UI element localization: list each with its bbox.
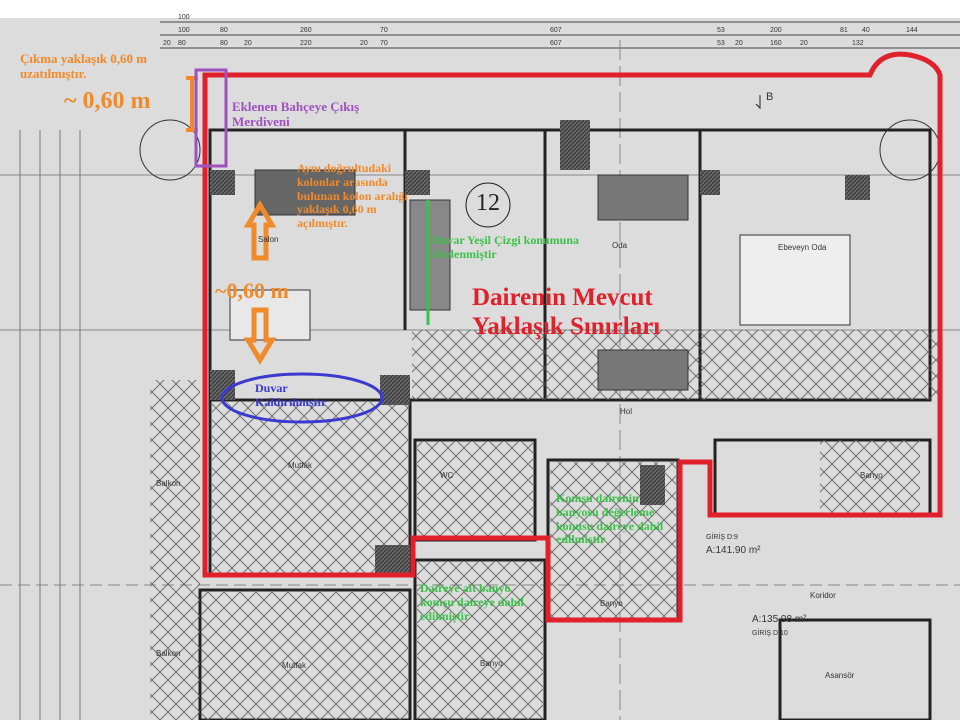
- orange-markers: [186, 76, 277, 365]
- b-section-mark: [755, 95, 761, 110]
- dim-label: 20: [360, 40, 368, 47]
- dim-label: 40: [862, 27, 870, 34]
- column-note: Aynı doğrultudaki kolonlar arasında bulu…: [297, 161, 408, 231]
- room-label-hol: Hol: [620, 407, 633, 416]
- dim-label: 607: [550, 40, 562, 47]
- entrance-label-1: GİRİŞ D:9: [706, 534, 738, 541]
- dim-label: 20: [800, 40, 808, 47]
- apartment-boundary: [202, 51, 943, 623]
- column-value: ~0,60 m: [215, 278, 289, 303]
- dim-label: 53: [717, 27, 725, 34]
- entrance-label-2: GİRİŞ D:10: [752, 630, 788, 637]
- dim-label: 144: [906, 27, 918, 34]
- furniture: [139, 119, 941, 391]
- added-stair-marker: [194, 68, 228, 168]
- stair-note: Eklenen Bahçeye Çıkış Merdiveni: [232, 99, 360, 129]
- unit-number: 12: [476, 190, 500, 216]
- wall-removed-note: Duvar Kaldırılmıştır: [255, 381, 327, 409]
- dim-label: 70: [380, 40, 388, 47]
- room-label-asansor: Asansör: [825, 671, 855, 680]
- own-bath-note: Daireye ait banyo komşu daireye dahil ed…: [420, 581, 524, 623]
- neighbor-bath-note: Komşu dairenin banyosu değerleme konusu …: [556, 491, 664, 547]
- dim-label: 81: [840, 27, 848, 34]
- area-label-2: A:135.98 m²: [752, 614, 807, 625]
- wall-moved-note: Duvar Yeşil Çizgi konumuna Ötelenmiştir: [432, 233, 580, 261]
- dim-label: 100: [178, 27, 190, 34]
- dim-label: 20: [735, 40, 743, 47]
- room-label-banyo-2: Banyo: [480, 659, 503, 668]
- dim-label: 607: [550, 27, 562, 34]
- dim-label: 70: [380, 27, 388, 34]
- extension-note: Çıkma yaklaşık 0,60 m uzatılmıştır.: [20, 51, 148, 81]
- dim-label: 20: [244, 40, 252, 47]
- dim-label: 160: [770, 40, 782, 47]
- removed-wall-marker: [220, 372, 384, 424]
- room-label-balkon: Balkon: [156, 479, 181, 488]
- room-label-banyo: Banyo: [600, 599, 623, 608]
- dim-label: 260: [300, 27, 312, 34]
- columns: [210, 120, 870, 575]
- dim-label: 220: [300, 40, 312, 47]
- dim-label: 80: [220, 40, 228, 47]
- room-label-wc: WC: [440, 471, 454, 480]
- dim-label: 80: [220, 27, 228, 34]
- room-label-salon: Salon: [258, 235, 279, 244]
- dim-label: 53: [717, 40, 725, 47]
- room-label-oda: Oda: [612, 241, 628, 250]
- section-mark-b: B: [766, 91, 774, 103]
- room-label-mutfak: Mutfak: [288, 461, 313, 470]
- boundary-title: Dairenin Mevcut Yaklaşık Sınırları: [472, 284, 661, 340]
- room-label-balkon-2: Balkon: [156, 649, 181, 658]
- dim-label: 100: [178, 14, 190, 21]
- room-label-banyo-3: Banyo: [860, 471, 883, 480]
- dim-label: 80: [178, 40, 186, 47]
- room-label-mutfak-2: Mutfak: [282, 661, 307, 670]
- room-label-ebeveyn: Ebeveyn Oda: [778, 243, 827, 252]
- room-label-koridor: Koridor: [810, 591, 836, 600]
- dim-label: 20: [163, 40, 171, 47]
- extension-value: ~ 0,60 m: [64, 88, 151, 114]
- dim-label: 132: [852, 40, 864, 47]
- dim-label: 200: [770, 27, 782, 34]
- area-label-1: A:141.90 m²: [706, 545, 761, 556]
